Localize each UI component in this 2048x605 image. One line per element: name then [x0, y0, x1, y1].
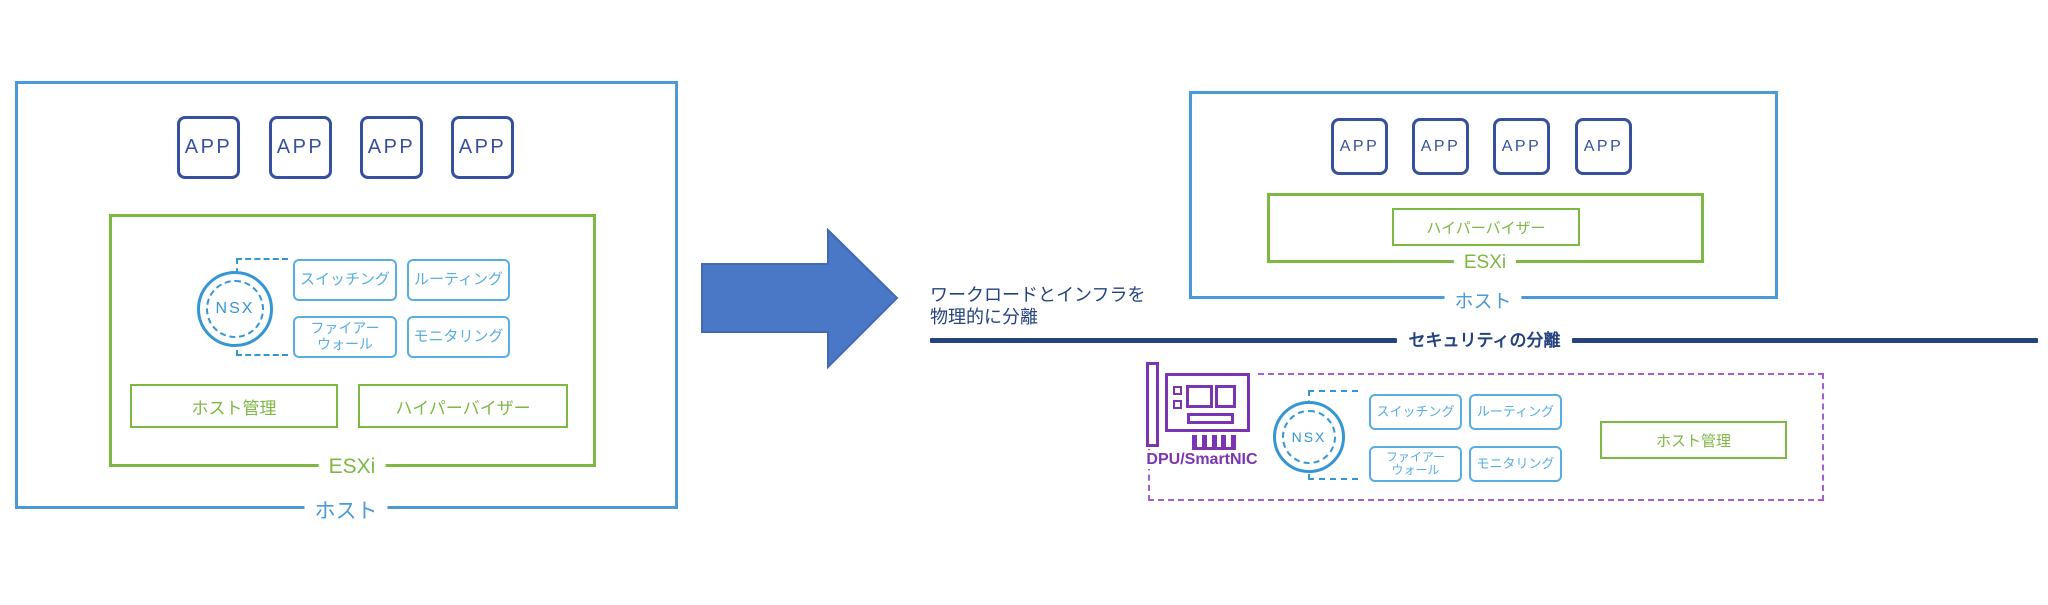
- security-separator-line-right: [1572, 338, 2038, 343]
- app-label: APP: [367, 136, 416, 158]
- hypervisor-label: ハイパーバイザー: [1426, 219, 1546, 237]
- nic-slot-bar: [1187, 413, 1234, 424]
- firewall-label-line2: ウォール: [1391, 463, 1440, 477]
- caption-line-2: 物理的に分離: [930, 307, 1038, 327]
- app-label: APP: [276, 136, 325, 158]
- routing-label: ルーティング: [413, 270, 504, 288]
- left-host-management-box: ホスト管理: [130, 384, 338, 428]
- left-app-box: APP: [360, 116, 423, 179]
- left-host-label: ホスト: [304, 495, 388, 525]
- right-app-box: APP: [1493, 118, 1550, 175]
- right-host-management-box: ホスト管理: [1600, 421, 1787, 459]
- firewall-label-line2: ウォール: [317, 336, 373, 352]
- right-hypervisor-box: ハイパーバイザー: [1392, 208, 1580, 246]
- right-firewall-box: ファイアー ウォール: [1369, 446, 1462, 482]
- nsx-label: NSX: [1291, 429, 1327, 445]
- hypervisor-label: ハイパーバイザー: [395, 398, 531, 418]
- switching-label: スイッチング: [1376, 403, 1455, 419]
- nsx-icon: NSX: [1273, 401, 1345, 473]
- nsx-inner-circle: NSX: [206, 280, 264, 338]
- nic-bracket: [1146, 362, 1159, 447]
- host-management-label: ホスト管理: [1655, 432, 1731, 450]
- left-monitoring-box: モニタリング: [407, 316, 510, 358]
- left-switching-box: スイッチング: [293, 259, 397, 301]
- nic-chip: [1186, 385, 1213, 408]
- app-label: APP: [458, 136, 507, 158]
- firewall-label-line1: ファイアー: [1385, 449, 1446, 464]
- right-monitoring-box: モニタリング: [1469, 446, 1562, 482]
- right-routing-box: ルーティング: [1469, 394, 1562, 430]
- left-firewall-box: ファイアー ウォール: [293, 316, 397, 358]
- left-esxi-label: ESXi: [318, 455, 386, 479]
- left-routing-box: ルーティング: [407, 259, 510, 301]
- security-separator-line-left: [930, 338, 1397, 343]
- app-label: APP: [1339, 137, 1380, 155]
- nic-chip: [1215, 385, 1236, 408]
- host-management-label: ホスト管理: [191, 398, 277, 418]
- left-app-box: APP: [269, 116, 332, 179]
- nic-connector-pins: [1192, 435, 1236, 450]
- switching-label: スイッチング: [299, 270, 390, 288]
- dpu-smartnic-label: DPU/SmartNIC: [1144, 451, 1260, 469]
- nic-port: [1173, 400, 1182, 409]
- transition-caption: ワークロードとインフラを 物理的に分離: [930, 284, 1145, 328]
- app-label: APP: [1583, 137, 1624, 155]
- left-app-box: APP: [451, 116, 514, 179]
- right-switching-box: スイッチング: [1369, 394, 1462, 430]
- security-separator-label: セキュリティの分離: [1408, 331, 1561, 350]
- app-label: APP: [1420, 137, 1461, 155]
- monitoring-label: モニタリング: [1476, 455, 1555, 471]
- app-label: APP: [184, 136, 233, 158]
- right-host-label: ホスト: [1444, 286, 1522, 314]
- left-app-box: APP: [177, 116, 240, 179]
- firewall-label-line1: ファイアー: [310, 320, 380, 337]
- left-hypervisor-box: ハイパーバイザー: [358, 384, 568, 428]
- right-esxi-label: ESXi: [1453, 252, 1517, 274]
- caption-line-1: ワークロードとインフラを: [930, 285, 1146, 305]
- monitoring-label: モニタリング: [413, 327, 504, 345]
- app-label: APP: [1501, 137, 1542, 155]
- transition-arrow-icon: [701, 227, 899, 370]
- right-app-box: APP: [1331, 118, 1388, 175]
- right-app-box: APP: [1575, 118, 1632, 175]
- nsx-label: NSX: [215, 300, 255, 317]
- dpu-smartnic-icon: [1144, 361, 1256, 450]
- routing-label: ルーティング: [1476, 403, 1555, 419]
- right-app-box: APP: [1412, 118, 1469, 175]
- nsx-icon: NSX: [197, 271, 273, 347]
- nsx-inner-circle: NSX: [1282, 410, 1336, 464]
- nic-port: [1173, 386, 1182, 395]
